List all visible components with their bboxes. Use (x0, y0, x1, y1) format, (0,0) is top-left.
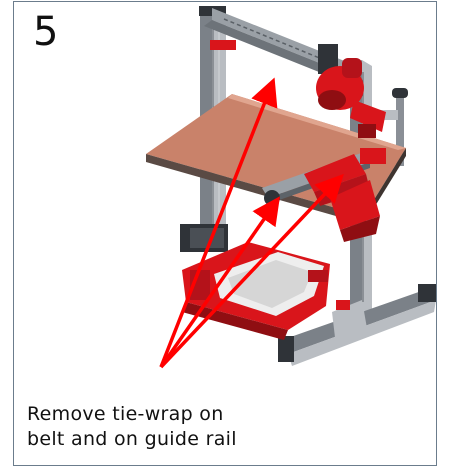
arrow-to-belt (159, 77, 278, 368)
instruction-panel: 5 Remove tie-wrap on belt and on guide r… (13, 1, 437, 466)
extruder-assembly (316, 44, 386, 138)
instruction-caption: Remove tie-wrap on belt and on guide rai… (27, 402, 327, 452)
pointer-arrows (159, 77, 344, 369)
z-support (376, 88, 408, 166)
step-number: 5 (33, 9, 59, 55)
top-frame-bar (204, 8, 352, 82)
arrow-to-rail-right (159, 173, 344, 369)
arrow-to-rail-left (159, 196, 281, 369)
caption-line-1: Remove tie-wrap on (27, 403, 224, 425)
base-frame (278, 284, 436, 366)
printer-illustration (146, 6, 436, 369)
caption-line-2: belt and on guide rail (27, 428, 237, 450)
